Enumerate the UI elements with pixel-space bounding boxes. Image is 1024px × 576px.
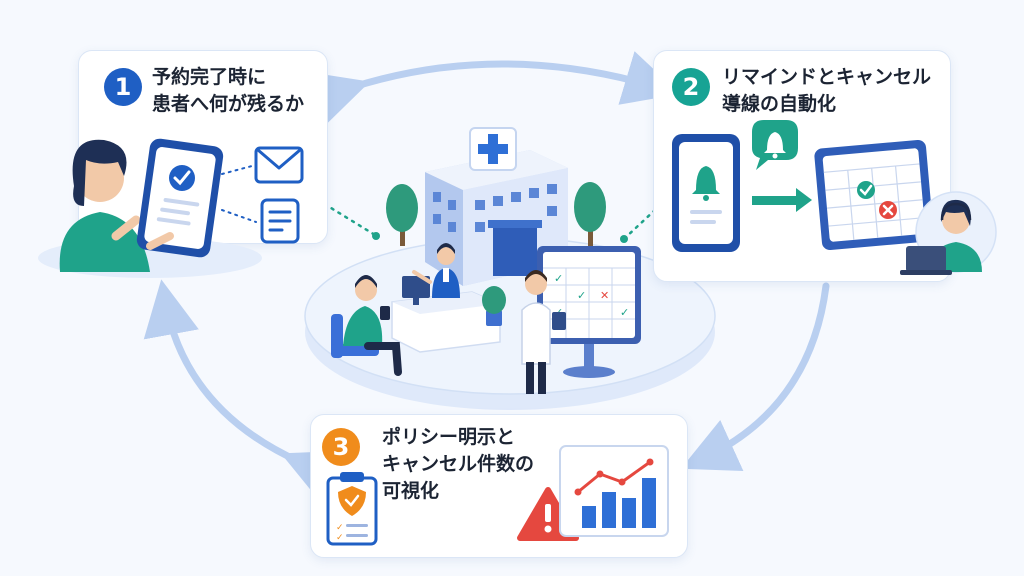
svg-text:✓: ✓ bbox=[554, 272, 563, 285]
tree-left bbox=[386, 184, 418, 246]
step3-title-line2: キャンセル件数の bbox=[382, 453, 535, 475]
hospital-cross-icon bbox=[478, 134, 508, 164]
step1-title-line2: 患者へ何が残るか bbox=[152, 93, 305, 115]
step1-badge: 1 bbox=[104, 68, 142, 106]
arrow-step1-step2 bbox=[308, 51, 681, 126]
doctor-person bbox=[521, 270, 566, 394]
step2-title: リマインドとキャンセル 導線の自動化 bbox=[722, 64, 931, 118]
step3-title-line1: ポリシー明示と bbox=[382, 426, 516, 448]
reception-desk bbox=[391, 276, 501, 353]
step3-title: ポリシー明示と キャンセル件数の 可視化 bbox=[382, 424, 534, 505]
step1-title-line1: 予約完了時に bbox=[152, 66, 267, 88]
step3-badge: 3 bbox=[322, 428, 360, 466]
svg-text:✕: ✕ bbox=[600, 289, 609, 302]
svg-text:✓: ✓ bbox=[577, 289, 586, 302]
step2-title-line2: 導線の自動化 bbox=[722, 93, 837, 115]
receptionist-person bbox=[412, 243, 460, 298]
step2-title-line1: リマインドとキャンセル bbox=[722, 66, 932, 88]
step3-title-line3: 可視化 bbox=[382, 480, 440, 502]
waiting-patient bbox=[331, 275, 402, 376]
svg-text:✓: ✓ bbox=[620, 306, 629, 319]
tree-right bbox=[574, 182, 606, 248]
step1-title: 予約完了時に 患者へ何が残るか bbox=[152, 64, 304, 118]
dotted-connector-right bbox=[623, 208, 657, 240]
arrow-step2-step3 bbox=[680, 282, 830, 471]
potted-plant bbox=[482, 286, 506, 326]
arrow-step3-step1 bbox=[143, 279, 344, 502]
step2-badge: 2 bbox=[672, 68, 710, 106]
